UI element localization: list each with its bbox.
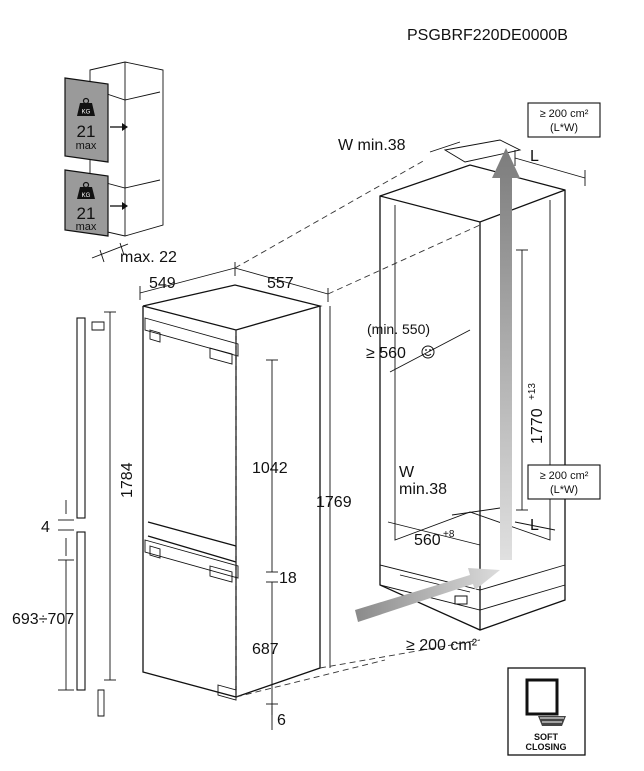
appliance-drawing xyxy=(104,262,331,730)
airflow-arrows xyxy=(355,148,520,622)
airflow-in-arrow xyxy=(355,568,500,622)
niche-width-label: 560 xyxy=(414,532,441,549)
door-strip-drawing xyxy=(58,317,105,717)
soft-closing-icon xyxy=(525,678,566,726)
lower-door-load-unit: max xyxy=(76,221,97,233)
vent-mid-box: ≥ 200 cm² (L*W) xyxy=(527,464,601,500)
upper-door-load-value: 21 xyxy=(77,122,96,141)
upper-compartment-height-label: 1042 xyxy=(252,460,288,477)
lower-door-panel xyxy=(64,169,109,237)
vent-bottom-label: ≥ 200 cm² xyxy=(406,637,478,654)
appliance-depth-label: 549 xyxy=(149,275,176,292)
appliance-total-height-label: 1784 xyxy=(119,462,136,498)
soft-closing-line1: SOFT xyxy=(534,732,559,742)
niche-l-bottom: L xyxy=(530,517,539,534)
smiley-icon xyxy=(421,345,435,359)
niche-drawing xyxy=(379,139,586,631)
weight-icon: KG xyxy=(77,181,95,199)
niche-l-top: L xyxy=(530,148,539,165)
alignment-lines xyxy=(234,159,481,698)
svg-text:KG: KG xyxy=(82,110,91,116)
niche-w-bottom-line1: W xyxy=(399,464,415,481)
niche-w-min-top: W min.38 xyxy=(338,137,406,154)
appliance-width-label: 557 xyxy=(267,275,294,292)
svg-text:KG: KG xyxy=(82,193,91,199)
vent-top-box: ≥ 200 cm² (L*W) xyxy=(527,102,601,138)
vent-mid-line1: ≥ 200 cm² xyxy=(540,470,589,482)
door-strip-gap-label: 4 xyxy=(41,519,50,536)
niche-width-tolerance: +8 xyxy=(443,529,455,540)
vent-top-line2: (L*W) xyxy=(550,122,578,134)
compartment-gap-label: 18 xyxy=(279,570,297,587)
soft-closing-line2: CLOSING xyxy=(525,742,566,752)
lower-door-load-value: 21 xyxy=(77,204,96,223)
bottom-gap-label: 6 xyxy=(277,712,286,729)
vent-top-line1: ≥ 200 cm² xyxy=(540,108,589,120)
soft-closing-badge: SOFT CLOSING xyxy=(507,667,586,756)
appliance-body-height-label: 1769 xyxy=(316,494,352,511)
niche-w-bottom-line2: min.38 xyxy=(399,481,447,498)
upper-door-panel xyxy=(64,77,109,163)
upper-door-load-unit: max xyxy=(76,140,97,152)
door-load-illustration: KG 21 max KG 21 max xyxy=(64,61,164,263)
vent-mid-line2: (L*W) xyxy=(550,484,578,496)
door-strip-range-label: 693÷707 xyxy=(12,611,74,628)
airflow-up-arrow xyxy=(492,148,520,560)
niche-min-depth-line2: ≥ 560 xyxy=(366,345,406,362)
lower-compartment-height-label: 687 xyxy=(252,641,279,658)
model-code: PSGBRF220DE0000B xyxy=(407,27,568,44)
niche-height-label: 1770 xyxy=(529,408,546,444)
niche-height-tolerance: +13 xyxy=(527,383,538,400)
max-offset-label: max. 22 xyxy=(120,249,177,266)
weight-icon: KG xyxy=(77,97,95,116)
niche-min-depth-line1: (min. 550) xyxy=(367,321,430,337)
